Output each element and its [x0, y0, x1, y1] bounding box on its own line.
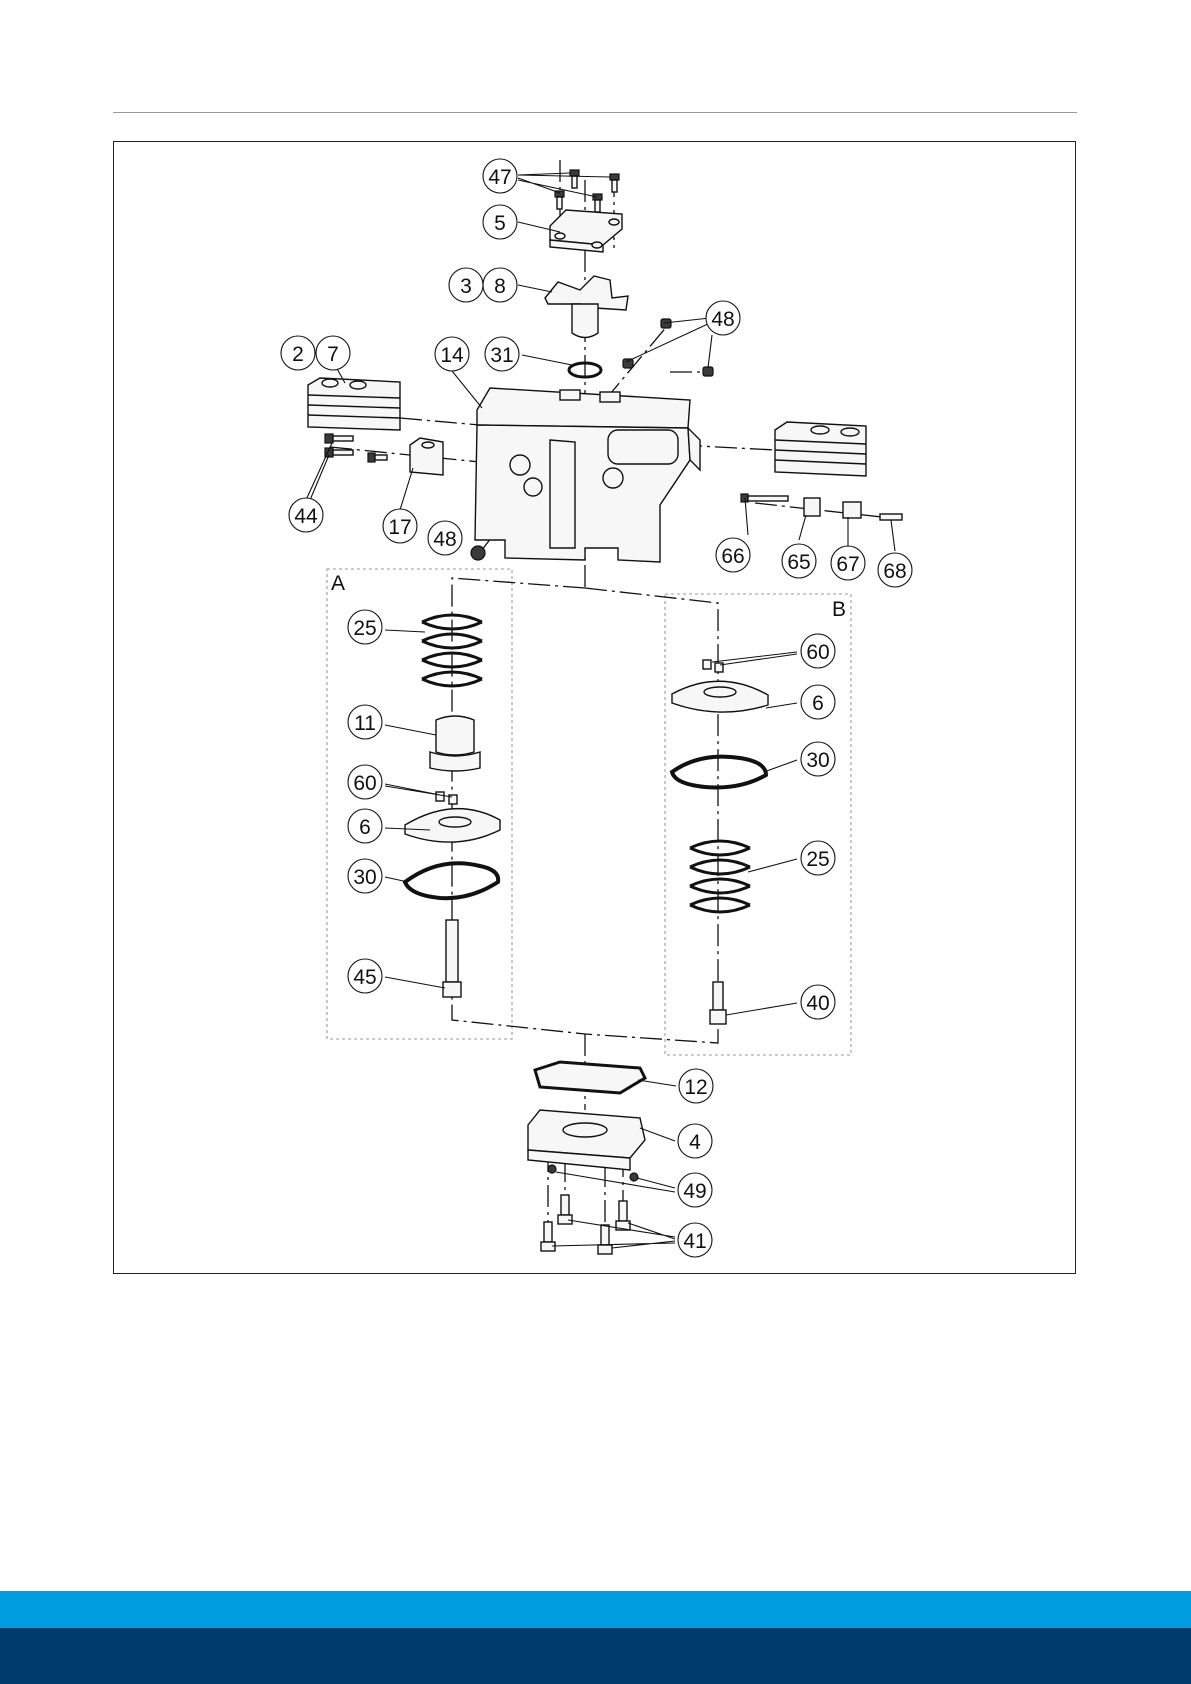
b-part-6-piston-plate — [672, 681, 768, 712]
svg-text:40: 40 — [806, 992, 829, 1015]
callout-68: 68 — [878, 553, 912, 587]
callout-7: 7 — [316, 336, 350, 370]
svg-text:7: 7 — [327, 343, 339, 366]
svg-text:25: 25 — [353, 617, 376, 640]
footer-band-light — [0, 1591, 1191, 1628]
svg-text:68: 68 — [883, 560, 906, 583]
part-66-pin — [741, 494, 788, 502]
svg-text:3: 3 — [460, 275, 472, 298]
b-part-30-seal — [672, 757, 766, 788]
part-48-plug-low — [471, 546, 485, 560]
callout-a-11: 11 — [348, 705, 382, 739]
callout-4: 4 — [678, 1124, 712, 1158]
a-part-60-set-screws — [436, 792, 457, 804]
a-part-11-piston — [430, 716, 480, 771]
svg-text:8: 8 — [494, 275, 506, 298]
svg-text:17: 17 — [388, 516, 411, 539]
footer-band-dark — [0, 1628, 1191, 1684]
part-67-block — [843, 502, 861, 518]
callout-b-60: 60 — [801, 634, 835, 668]
callout-b-6: 6 — [801, 685, 835, 719]
svg-text:11: 11 — [354, 712, 376, 735]
a-part-6-piston-plate — [405, 809, 500, 842]
callout-b-25: 25 — [801, 841, 835, 875]
part-3-8-guide — [545, 276, 628, 338]
part-14-main-body — [475, 388, 700, 562]
callout-49: 49 — [678, 1173, 712, 1207]
callout-66: 66 — [716, 538, 750, 572]
svg-text:25: 25 — [806, 848, 829, 871]
svg-text:60: 60 — [806, 641, 829, 664]
svg-text:41: 41 — [683, 1230, 706, 1253]
svg-text:45: 45 — [353, 966, 376, 989]
callout-5: 5 — [483, 205, 517, 239]
a-part-45-screw — [443, 920, 461, 997]
b-part-40-screw — [710, 982, 726, 1024]
part-5-cover-plate — [550, 210, 622, 252]
part-4-base-plate — [528, 1110, 645, 1170]
callout-a-60: 60 — [348, 765, 382, 799]
svg-text:49: 49 — [683, 1180, 706, 1203]
svg-text:65: 65 — [787, 551, 810, 574]
callout-41: 41 — [678, 1223, 712, 1257]
svg-text:30: 30 — [353, 866, 376, 889]
callout-b-30: 30 — [801, 742, 835, 776]
part-17-block — [410, 438, 443, 475]
part-2-7-jaw-left — [308, 378, 400, 430]
svg-text:5: 5 — [494, 212, 506, 235]
callout-b-40: 40 — [801, 985, 835, 1019]
callout-3: 3 — [449, 268, 483, 302]
svg-text:66: 66 — [721, 545, 744, 568]
callout-a-25: 25 — [348, 610, 382, 644]
callout-44: 44 — [289, 498, 323, 532]
callout-48-low: 48 — [428, 521, 462, 555]
svg-text:48: 48 — [711, 308, 734, 331]
callout-a-45: 45 — [348, 959, 382, 993]
callout-31: 31 — [485, 337, 519, 371]
svg-text:4: 4 — [689, 1131, 701, 1154]
callout-67: 67 — [831, 546, 865, 580]
svg-text:47: 47 — [488, 166, 511, 189]
svg-text:48: 48 — [433, 528, 456, 551]
part-65-block — [804, 498, 820, 516]
callout-14: 14 — [435, 337, 469, 371]
svg-text:12: 12 — [684, 1076, 707, 1099]
svg-text:6: 6 — [359, 816, 371, 839]
svg-text:2: 2 — [292, 343, 304, 366]
callout-12: 12 — [679, 1069, 713, 1103]
svg-text:30: 30 — [806, 749, 829, 772]
svg-text:14: 14 — [440, 344, 464, 367]
svg-text:6: 6 — [812, 692, 824, 715]
b-part-25-spring — [690, 841, 750, 912]
callout-17: 17 — [383, 509, 417, 543]
callout-a-30: 30 — [348, 859, 382, 893]
group-label-a: A — [331, 572, 345, 595]
callout-8: 8 — [483, 268, 517, 302]
callout-2: 2 — [281, 336, 315, 370]
svg-text:44: 44 — [294, 505, 318, 528]
callout-47: 47 — [483, 159, 517, 193]
svg-text:60: 60 — [353, 772, 376, 795]
part-12-seal — [535, 1062, 645, 1093]
part-jaw-right — [775, 422, 866, 476]
group-label-b: B — [832, 598, 846, 621]
svg-text:31: 31 — [490, 344, 513, 367]
part-68-pin — [880, 514, 902, 520]
callout-48-top: 48 — [706, 301, 740, 335]
callout-a-6: 6 — [348, 809, 382, 843]
callout-65: 65 — [782, 544, 816, 578]
svg-text:67: 67 — [836, 553, 859, 576]
